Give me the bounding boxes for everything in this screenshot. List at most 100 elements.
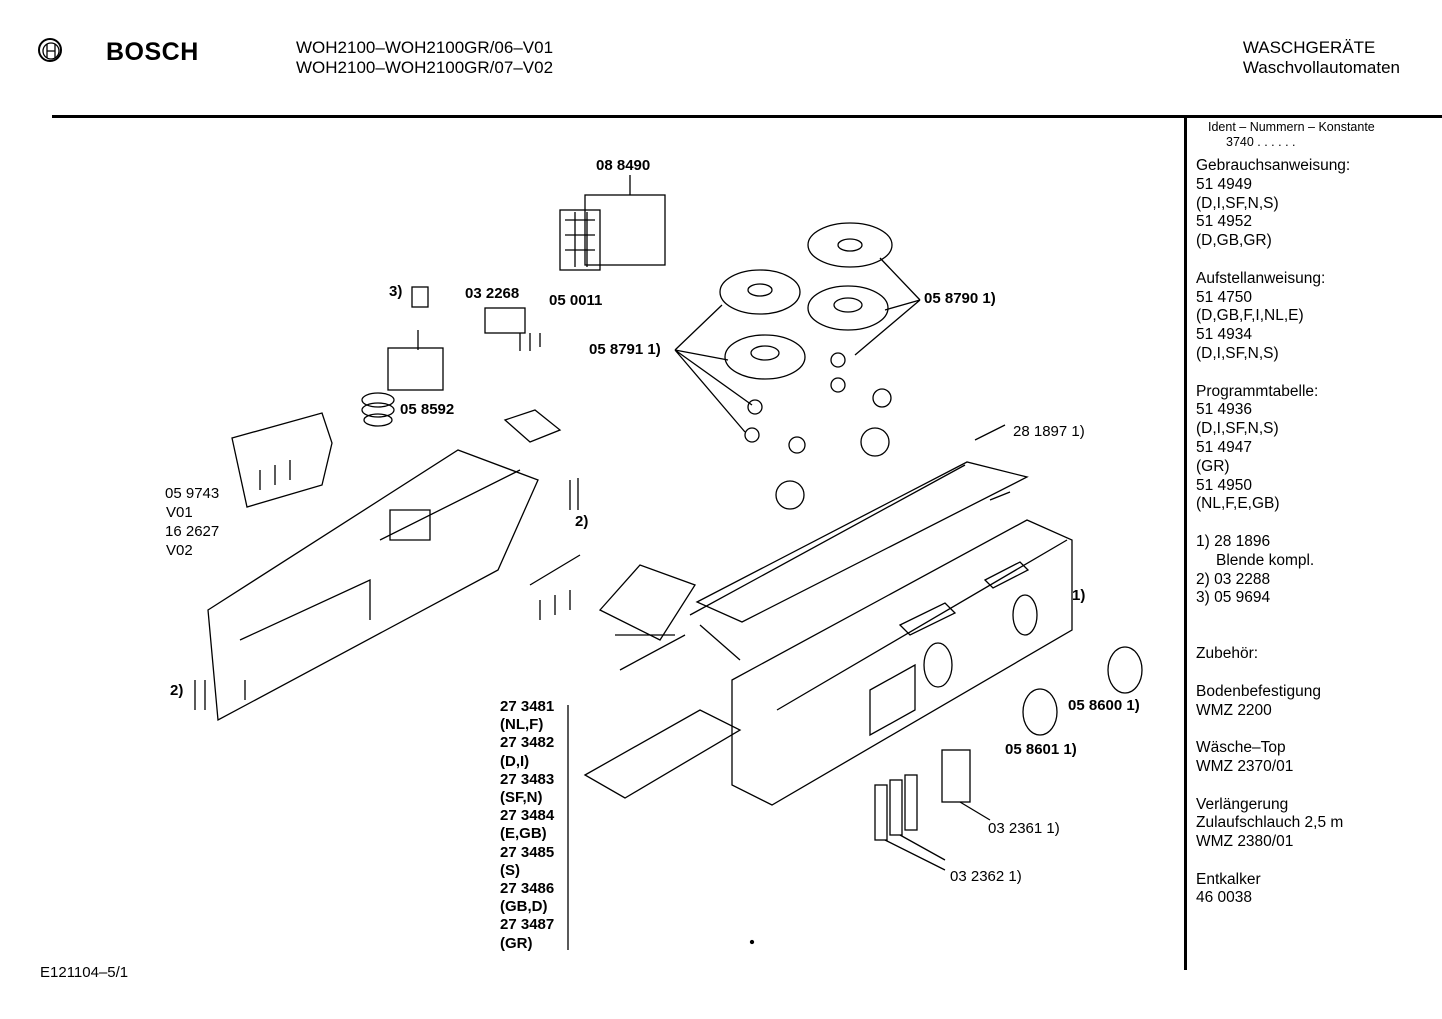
- footnote-ref: 2): [170, 682, 184, 699]
- ident-title: Ident – Nummern – Konstante: [1208, 120, 1375, 134]
- footnote-ref: 1): [1072, 587, 1086, 604]
- front-fascia: [731, 519, 1073, 806]
- part-label: 16 2627: [165, 523, 220, 540]
- sidebar-line: 51 4934: [1196, 326, 1253, 344]
- sidebar-line: 1) 28 1896: [1196, 532, 1271, 550]
- sidebar-line: 51 4950: [1196, 476, 1253, 494]
- sidebar-line: 46 0038: [1196, 889, 1253, 907]
- program-label-item: 27 3484: [500, 807, 555, 825]
- control-chassis: [207, 449, 579, 722]
- program-label-item: (D,I): [500, 752, 530, 770]
- sidebar-line: Zubehör:: [1196, 645, 1259, 663]
- sidebar-line: Gebrauchsanweisung:: [1196, 157, 1351, 174]
- sidebar-line: Bodenbefestigung: [1196, 682, 1321, 700]
- sidebar-group: Aufstellanweisung:51 4750(D,GB,F,I,NL,E)…: [1196, 270, 1436, 364]
- footnote-ref: 2): [575, 513, 589, 530]
- bosch-logo-icon: [38, 38, 62, 62]
- sidebar-line: (NL,F,E,GB): [1196, 495, 1280, 513]
- model-line: WOH2100–WOH2100GR/06–V01: [296, 38, 554, 57]
- clips: [194, 554, 581, 710]
- sidebar-line: (D,I,SF,N,S): [1196, 420, 1279, 438]
- program-label-item: (SF,N): [500, 789, 543, 807]
- part-label: 03 2268: [465, 285, 520, 302]
- category-title: WASCHGERÄTE: [1242, 38, 1376, 57]
- sidebar-group: Programmtabelle:51 4936(D,I,SF,N,S)51 49…: [1196, 383, 1436, 515]
- program-label-item: (GR): [500, 934, 533, 952]
- sidebar-line: Zulaufschlauch 2,5 m: [1196, 814, 1344, 832]
- sidebar-line: 51 4952: [1196, 213, 1253, 231]
- sidebar-line: Programmtabelle:: [1196, 382, 1319, 400]
- sidebar-line: (D,I,SF,N,S): [1196, 344, 1279, 362]
- part-label: 05 8601 1): [1005, 741, 1077, 758]
- selector-motor: [361, 330, 444, 427]
- control-panel-cover: [689, 461, 1029, 661]
- brand-name: BOSCH: [106, 38, 199, 66]
- program-label-item: (NL,F): [500, 716, 544, 734]
- program-label-item: 27 3487: [500, 916, 555, 934]
- sidebar-line: (D,GB,F,I,NL,E): [1196, 307, 1304, 325]
- program-label-item: 27 3486: [500, 880, 555, 898]
- part-label: 05 8592: [400, 401, 455, 418]
- pcb-part: [231, 412, 333, 508]
- program-label-list: 27 3481(NL,F)27 3482(D,I)27 3483(SF,N)27…: [500, 698, 554, 953]
- inner-logo-icon: [42, 42, 60, 60]
- part-label: 05 8600 1): [1068, 697, 1140, 714]
- sidebar-line: (D,I,SF,N,S): [1196, 194, 1279, 212]
- category-subtitle: Waschvollautomaten: [1242, 58, 1400, 77]
- sidebar-divider: [1184, 118, 1187, 970]
- part-label: 05 9743: [165, 485, 220, 502]
- sidebar-group: Gebrauchsanweisung:51 4949(D,I,SF,N,S)51…: [1196, 157, 1436, 251]
- sidebar-line: Entkalker: [1196, 870, 1261, 888]
- part-label: 08 8490: [596, 157, 651, 174]
- program-label-item: (S): [500, 861, 520, 879]
- program-label-item: 27 3482: [500, 734, 555, 752]
- knob-discs: [674, 222, 921, 510]
- program-label-item: 27 3481: [500, 698, 555, 715]
- footnote-ref: 3): [389, 283, 403, 300]
- model-numbers: WOH2100–WOH2100GR/06–V01 WOH2100–WOH2100…: [296, 38, 553, 78]
- switch-part-3: [411, 286, 429, 308]
- switch-part: [484, 307, 541, 351]
- version-label: V02: [166, 542, 193, 559]
- part-label: 28 1897 1): [1013, 423, 1085, 440]
- sidebar-groups: Gebrauchsanweisung:51 4949(D,I,SF,N,S)51…: [1196, 157, 1436, 908]
- version-label: V01: [166, 504, 193, 521]
- sidebar-line: 51 4947: [1196, 438, 1253, 456]
- drawing-number: E121104–5/1: [40, 964, 129, 981]
- program-label-item: 27 3483: [500, 770, 555, 788]
- sidebar: Ident – Nummern – Konstante 3740 . . . .…: [1196, 120, 1436, 927]
- header-divider: [52, 115, 1442, 118]
- sidebar-line: WMZ 2370/01: [1196, 757, 1294, 775]
- frame-part: [503, 409, 562, 443]
- exploded-parts-diagram: [42, 42, 1143, 950]
- sidebar-line: Wäsche–Top: [1196, 739, 1286, 757]
- part-label: 03 2361 1): [988, 820, 1060, 837]
- program-label: [583, 709, 742, 799]
- program-label-item: (GB,D): [500, 898, 548, 916]
- sidebar-line: (GR): [1196, 457, 1230, 475]
- ident-block: Ident – Nummern – Konstante 3740 . . . .…: [1196, 120, 1436, 150]
- sidebar-line: 51 4750: [1196, 288, 1253, 306]
- part-label: 05 8790 1): [924, 290, 996, 307]
- ident-value: 3740 . . . . . .: [1226, 135, 1296, 149]
- part-label: 03 2362 1): [950, 868, 1022, 885]
- timer-part: [559, 175, 666, 271]
- sidebar-line: Aufstellanweisung:: [1196, 269, 1326, 287]
- part-label: 05 0011: [549, 292, 603, 309]
- switch-buttons: [874, 749, 991, 871]
- sidebar-line: Blende kompl.: [1216, 551, 1315, 569]
- sidebar-line: WMZ 2380/01: [1196, 833, 1294, 851]
- program-label-item: (E,GB): [500, 825, 547, 843]
- sidebar-line: Verlängerung: [1196, 795, 1289, 813]
- sidebar-line: WMZ 2200: [1196, 701, 1272, 719]
- relay-block: [598, 564, 696, 671]
- sidebar-line: 3) 05 9694: [1196, 589, 1271, 607]
- sidebar-line: (D,GB,GR): [1196, 232, 1272, 250]
- sidebar-line: 51 4936: [1196, 401, 1253, 419]
- category: WASCHGERÄTE Waschvollautomaten: [1243, 38, 1400, 78]
